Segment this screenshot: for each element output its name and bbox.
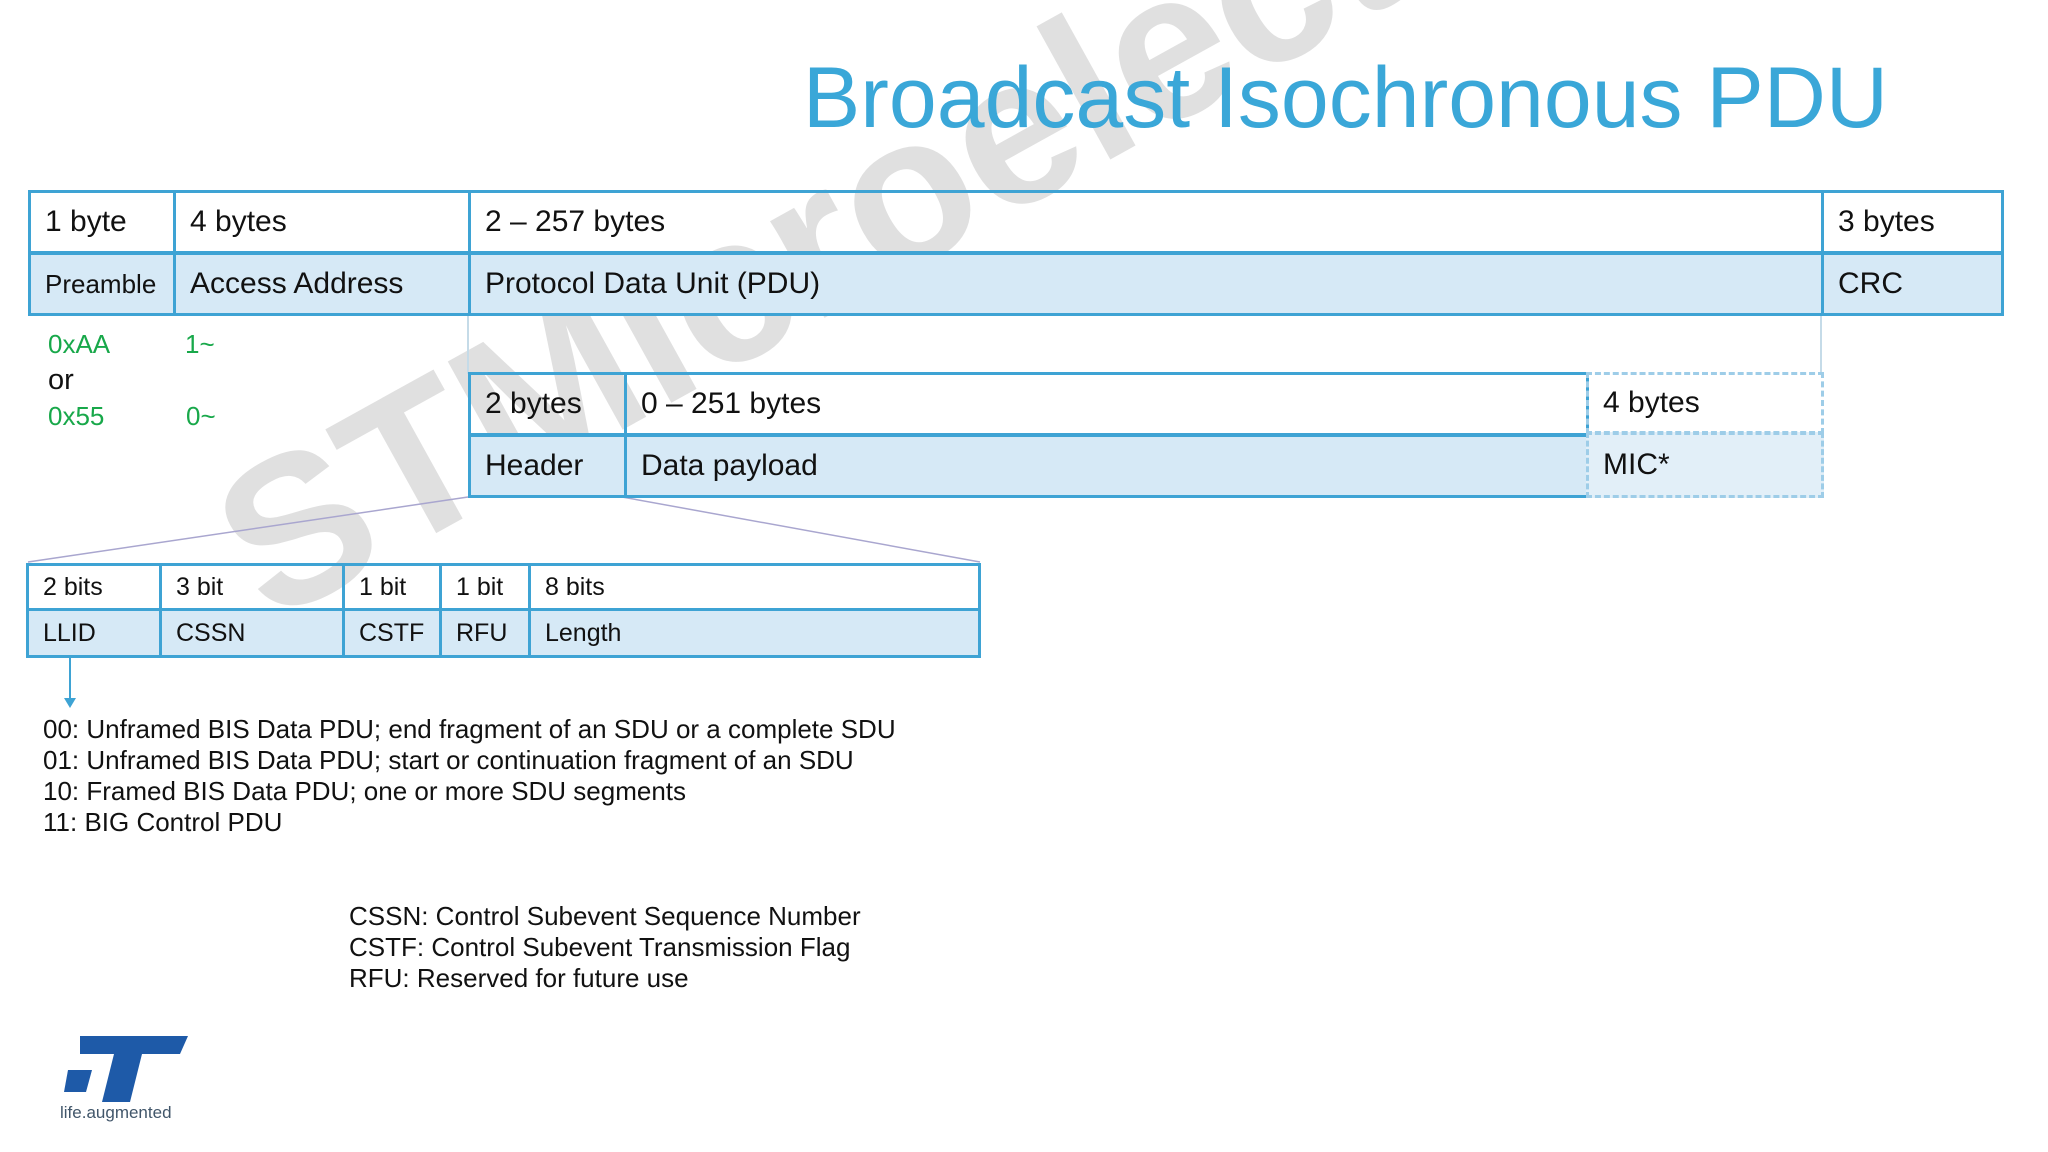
header-size-llid: 2 bits bbox=[26, 563, 162, 611]
abbr-cssn: CSSN: Control Subevent Sequence Number bbox=[349, 901, 861, 931]
pdu-field-mic: MIC* bbox=[1586, 432, 1824, 498]
abbr-cstf: CSTF: Control Subevent Transmission Flag bbox=[349, 932, 851, 962]
llid-code-11: 11: BIG Control PDU bbox=[43, 807, 283, 837]
header-field-llid: LLID bbox=[26, 608, 162, 658]
size-crc: 3 bytes bbox=[1821, 190, 2004, 254]
preamble-value-aa: 0xAA bbox=[48, 329, 111, 359]
field-crc: CRC bbox=[1821, 252, 2004, 316]
field-access-address: Access Address bbox=[173, 252, 471, 316]
llid-code-00: 00: Unframed BIS Data PDU; end fragment … bbox=[43, 714, 896, 744]
pdu-size-payload: 0 – 251 bytes bbox=[624, 372, 1589, 436]
pdu-field-header: Header bbox=[468, 434, 627, 498]
header-size-rfu: 1 bit bbox=[439, 563, 531, 611]
field-pdu: Protocol Data Unit (PDU) bbox=[468, 252, 1824, 316]
access-address-value-1: 1~ bbox=[185, 329, 215, 359]
header-size-length: 8 bits bbox=[528, 563, 981, 611]
page-title: Broadcast Isochronous PDU bbox=[802, 50, 1888, 146]
header-field-length: Length bbox=[528, 608, 981, 658]
llid-code-01: 01: Unframed BIS Data PDU; start or cont… bbox=[43, 745, 854, 775]
logo-tagline: life.augmented bbox=[60, 1103, 172, 1122]
header-field-rfu: RFU bbox=[439, 608, 531, 658]
size-pdu: 2 – 257 bytes bbox=[468, 190, 1824, 254]
pdu-field-payload: Data payload bbox=[624, 434, 1589, 498]
preamble-or: or bbox=[48, 364, 74, 396]
preamble-value-55: 0x55 bbox=[48, 401, 105, 431]
pdu-size-mic: 4 bytes bbox=[1586, 372, 1824, 434]
pdu-size-header: 2 bytes bbox=[468, 372, 627, 436]
abbr-rfu: RFU: Reserved for future use bbox=[349, 963, 689, 993]
svg-text:ST: ST bbox=[131, 1083, 133, 1085]
header-field-cstf: CSTF bbox=[342, 608, 442, 658]
access-address-value-0: 0~ bbox=[186, 401, 216, 431]
st-logo-icon: ST bbox=[64, 1036, 188, 1102]
header-field-cssn: CSSN bbox=[159, 608, 345, 658]
size-access-address: 4 bytes bbox=[173, 190, 471, 254]
field-preamble: Preamble bbox=[28, 252, 176, 316]
header-size-cstf: 1 bit bbox=[342, 563, 442, 611]
header-size-cssn: 3 bit bbox=[159, 563, 345, 611]
size-preamble: 1 byte bbox=[28, 190, 176, 254]
llid-code-10: 10: Framed BIS Data PDU; one or more SDU… bbox=[43, 776, 687, 806]
